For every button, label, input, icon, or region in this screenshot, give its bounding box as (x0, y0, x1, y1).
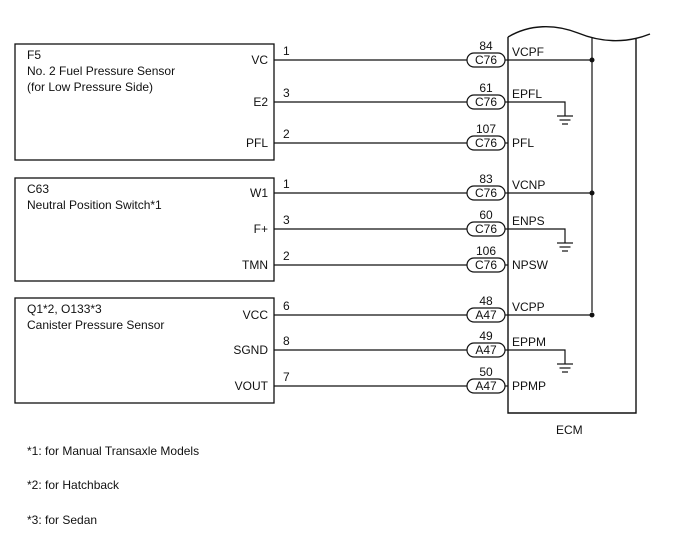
component-terminal-label: PFL (246, 136, 268, 150)
ecm-pin-number: 60 (479, 208, 493, 222)
component-pin-number: 7 (283, 370, 290, 384)
connector-code: C76 (475, 222, 497, 236)
ecm-terminal-label: EPPM (512, 335, 546, 349)
ecm-pin-number: 50 (479, 365, 493, 379)
footnote-3: *3: for Sedan (27, 513, 98, 527)
ecm-terminal-label: VCPF (512, 45, 544, 59)
ecm-pin-number: 106 (476, 244, 496, 258)
component-pin-number: 8 (283, 334, 290, 348)
component-pin-number: 1 (283, 44, 290, 58)
component-pin-number: 3 (283, 86, 290, 100)
footnote-1: *1: for Manual Transaxle Models (27, 444, 200, 458)
component-code: C63 (27, 182, 49, 196)
component-pin-number: 6 (283, 299, 290, 313)
ecm-pin-number: 49 (479, 329, 493, 343)
ecm-label: ECM (556, 423, 583, 437)
ecm-terminal-label: VCNP (512, 178, 545, 192)
component-terminal-label: VOUT (235, 379, 269, 393)
component-name: Canister Pressure Sensor (27, 318, 164, 332)
ecm-pin-number: 83 (479, 172, 493, 186)
component-box (14, 43, 275, 161)
component-name: Neutral Position Switch*1 (27, 198, 162, 212)
footnote-2: *2: for Hatchback (27, 478, 120, 492)
component-pin-number: 1 (283, 177, 290, 191)
ecm-terminal-label: ENPS (512, 214, 545, 228)
ecm-terminal-label: PFL (512, 136, 534, 150)
junction-dot (589, 190, 595, 196)
connector-code: A47 (475, 379, 497, 393)
component-name: No. 2 Fuel Pressure Sensor (27, 64, 175, 78)
ecm-pin-number: 61 (479, 81, 493, 95)
component-code: F5 (27, 48, 41, 62)
ecm-terminal-label: VCPP (512, 300, 545, 314)
ecm-terminal-label: PPMP (512, 379, 546, 393)
ecm-pin-number: 84 (479, 39, 493, 53)
component-terminal-label: VC (251, 53, 268, 67)
wire (508, 228, 566, 243)
component-box (14, 177, 275, 282)
component-terminal-label: TMN (242, 258, 268, 272)
junction-dot (589, 57, 595, 63)
component-pin-number: 3 (283, 213, 290, 227)
wire (508, 349, 566, 364)
component-pin-number: 2 (283, 249, 290, 263)
component-terminal-label: E2 (253, 95, 268, 109)
component-terminal-label: SGND (233, 343, 268, 357)
connector-code: A47 (475, 343, 497, 357)
ecm-terminal-label: NPSW (512, 258, 549, 272)
connector-code: A47 (475, 308, 497, 322)
connector-code: C76 (475, 95, 497, 109)
component-terminal-label: VCC (243, 308, 269, 322)
connector-code: C76 (475, 186, 497, 200)
component-terminal-label: F+ (254, 222, 268, 236)
junction-dot (589, 312, 595, 318)
connector-code: C76 (475, 258, 497, 272)
component-code: Q1*2, O133*3 (27, 302, 102, 316)
component-terminal-label: W1 (250, 186, 268, 200)
component-pin-number: 2 (283, 127, 290, 141)
ecm-pin-number: 107 (476, 122, 496, 136)
connector-code: C76 (475, 53, 497, 67)
ecm-terminal-label: EPFL (512, 87, 542, 101)
component-name: (for Low Pressure Side) (27, 80, 153, 94)
wire (508, 101, 566, 116)
ecm-box (507, 25, 651, 414)
ecm-pin-number: 48 (479, 294, 493, 308)
connector-code: C76 (475, 136, 497, 150)
